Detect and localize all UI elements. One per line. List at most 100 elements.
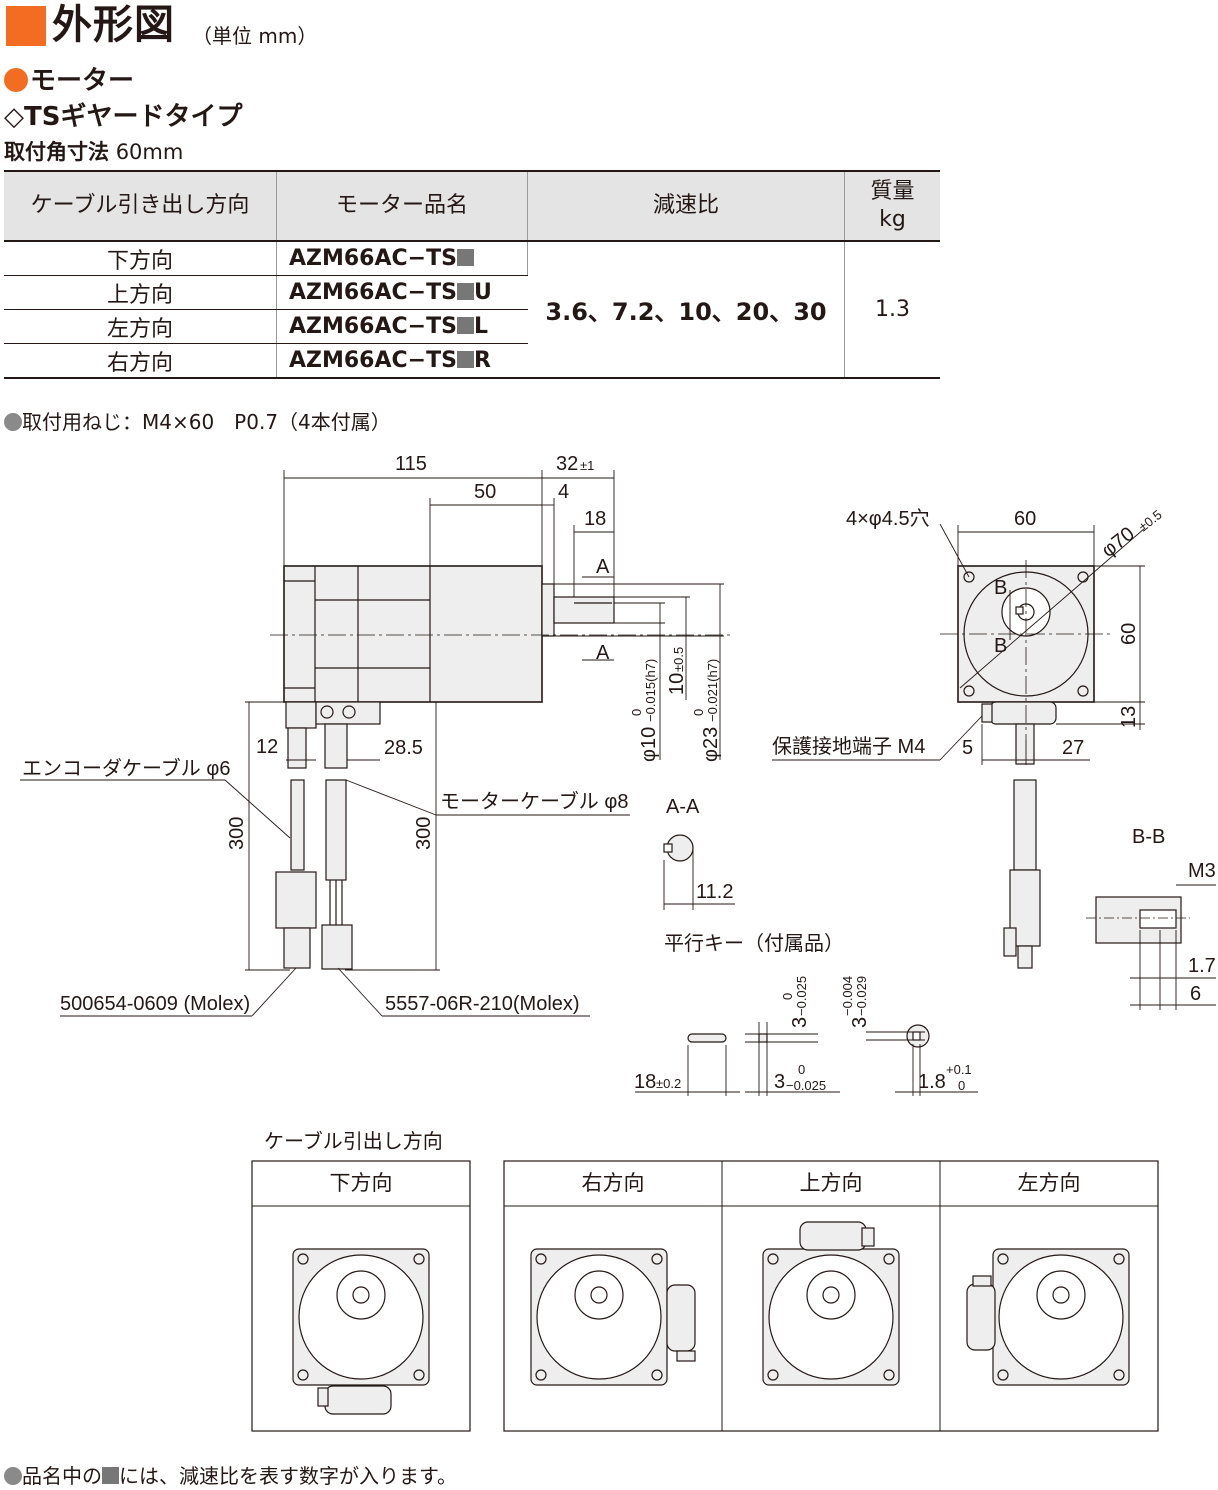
model-name: AZM66AC−TS xyxy=(289,246,457,271)
label-b-bottom: B xyxy=(994,635,1007,657)
section-aa xyxy=(663,834,735,910)
footnote-post: には、減速比を表す数字が入ります。 xyxy=(119,1464,457,1488)
parallel-key-drawing xyxy=(635,1022,978,1096)
row-model: AZM66AC−TS L xyxy=(276,309,528,344)
placeholder-square-icon xyxy=(102,1467,119,1484)
unit-label: （単位 mm） xyxy=(192,24,318,48)
dim-4: 4 xyxy=(558,481,569,503)
dim-70-tol: ±0.5 xyxy=(1136,507,1165,534)
section-bb-label: B-B xyxy=(1132,826,1165,848)
row-model: AZM66AC−TS U xyxy=(276,275,528,310)
dim-key-18-tol: ±0.2 xyxy=(656,1076,681,1091)
motor-face-left xyxy=(966,1248,1130,1386)
gray-dot-icon xyxy=(4,413,22,431)
motor-cable-label: モーターケーブル φ8 xyxy=(440,789,628,813)
dim-key-18: 18 xyxy=(634,1071,656,1093)
placeholder-square-icon xyxy=(456,351,474,368)
dir-label-left: 左方向 xyxy=(1018,1172,1081,1195)
dim-115: 115 xyxy=(395,453,427,475)
directions-title: ケーブル引出し方向 xyxy=(264,1129,443,1153)
dim-key-1-8-tol: 0 xyxy=(958,1078,965,1093)
dim-shaft-23-tol: −0.021(h7) xyxy=(705,659,720,722)
dir-label-right: 右方向 xyxy=(582,1172,645,1195)
dim-key-3c: 3 xyxy=(849,1017,871,1028)
dim-holes: 4×φ4.5穴 xyxy=(846,507,930,530)
label-b-top: B xyxy=(994,577,1007,599)
dim-300-left: 300 xyxy=(226,817,248,850)
dim-18: 18 xyxy=(584,508,606,530)
model-suffix: L xyxy=(473,314,488,339)
dim-key-3c-top: −0.004 xyxy=(840,976,855,1016)
dim-key-3b-tol: −0.025 xyxy=(794,976,809,1016)
mount-size: 取付角寸法 60mm xyxy=(4,136,183,166)
spec-table: ケーブル引き出し方向 モーター品名 減速比 質量 kg 下方向 AZM66AC−T… xyxy=(4,170,940,379)
col-model: モーター品名 xyxy=(276,170,528,242)
screw-note: 取付用ねじ：M4×60 P0.7（4本付属） xyxy=(4,406,391,435)
col-direction: ケーブル引き出し方向 xyxy=(4,170,277,242)
dim-5: 5 xyxy=(962,737,973,759)
orange-dot-icon xyxy=(4,68,28,92)
dim-50: 50 xyxy=(474,481,496,503)
mount-label: 取付角寸法 xyxy=(4,140,109,164)
motor-face-down xyxy=(292,1248,430,1415)
section-label: モーター xyxy=(30,66,135,96)
table-header-row: ケーブル引き出し方向 モーター品名 減速比 質量 kg xyxy=(4,170,940,242)
col-mass-label: 質量 xyxy=(870,179,915,204)
dim-key-3b-top: 0 xyxy=(780,993,795,1000)
placeholder-square-icon xyxy=(456,249,474,266)
dim-shaft-10-top: 0 xyxy=(629,709,644,716)
dim-key-3b: 3 xyxy=(789,1017,811,1028)
mass-cell: 1.3 xyxy=(844,241,940,379)
motor-face-up xyxy=(762,1221,900,1386)
table-row: 下方向 AZM66AC−TS 3.6、7.2、10、20、30 1.3 xyxy=(4,241,940,379)
dim-key-10: 10 xyxy=(666,673,688,695)
model-name: AZM66AC−TS xyxy=(289,280,457,305)
col-mass: 質量 kg xyxy=(844,170,940,242)
dim-13: 13 xyxy=(1118,706,1140,728)
direction-boxes: ケーブル引出し方向 下方向 右方向 上方向 左方向 xyxy=(251,1129,1159,1432)
dim-key-3c-tol: −0.029 xyxy=(854,976,869,1016)
dim-key-3a: 3 xyxy=(774,1071,785,1093)
placeholder-square-icon xyxy=(456,317,474,334)
label-a-top: A xyxy=(596,556,610,578)
key-title: 平行キー（付属品） xyxy=(664,932,844,955)
side-dimension-lines xyxy=(20,470,724,1017)
dim-key-1-8: 1.8 xyxy=(918,1071,946,1093)
dim-32: 32 xyxy=(556,453,578,475)
dim-shaft-10: φ10 xyxy=(638,727,660,762)
dim-m3: M3 xyxy=(1188,860,1216,882)
dim-12: 12 xyxy=(256,736,278,758)
label-a-bottom: A xyxy=(596,642,610,664)
ratio-cell: 3.6、7.2、10、20、30 xyxy=(527,241,845,379)
row-model: AZM66AC−TS xyxy=(276,241,528,276)
footnote-pre: 品名中の xyxy=(22,1464,102,1488)
row-direction: 右方向 xyxy=(4,343,277,379)
encoder-cable-label: エンコーダケーブル φ6 xyxy=(22,756,230,780)
dim-32-tol: ±1 xyxy=(580,458,594,473)
title-marker xyxy=(6,6,46,46)
placeholder-square-icon xyxy=(456,283,474,300)
footnote: 品名中のには、減速比を表す数字が入ります。 xyxy=(4,1460,457,1489)
dim-1-7: 1.7 xyxy=(1188,955,1216,977)
motor-side-view xyxy=(270,565,730,970)
model-name: AZM66AC−TS xyxy=(289,348,457,373)
col-mass-unit: kg xyxy=(879,207,906,232)
type-title: ◇TSギヤードタイプ xyxy=(4,102,243,132)
col-ratio: 減速比 xyxy=(527,170,845,242)
dim-key-10-tol: ±0.5 xyxy=(671,647,686,672)
dim-key-1-8-top: +0.1 xyxy=(946,1062,972,1077)
model-name: AZM66AC−TS xyxy=(289,314,457,339)
gray-dot-icon xyxy=(4,1467,22,1485)
front-dimension-lines xyxy=(772,523,1146,765)
model-suffix: U xyxy=(473,280,492,305)
section-aa-label: A-A xyxy=(666,796,700,818)
dim-11-2: 11.2 xyxy=(696,881,733,903)
dim-shaft-23: φ23 xyxy=(700,727,722,762)
dir-label-up: 上方向 xyxy=(800,1172,863,1195)
dim-key-3a-tol: −0.025 xyxy=(786,1078,826,1093)
row-direction: 下方向 xyxy=(4,241,277,276)
dim-shaft-10-tol: −0.015(h7) xyxy=(643,659,658,722)
